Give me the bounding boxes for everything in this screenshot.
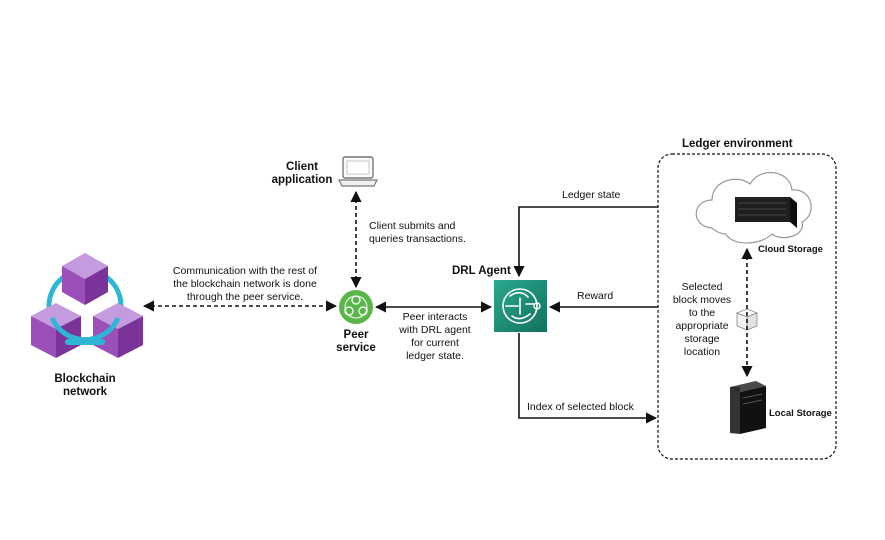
cloud-storage-label: Cloud Storage xyxy=(758,244,823,255)
cube-icon xyxy=(62,253,108,305)
blockchain-network-icon xyxy=(31,253,143,358)
server-icon xyxy=(735,197,797,228)
peer-service-icon xyxy=(339,290,373,324)
ledger-state-label: Ledger state xyxy=(562,189,621,201)
drl-agent-icon xyxy=(494,280,547,332)
ledger-environment-label: Ledger environment xyxy=(682,138,793,150)
local-storage-label: Local Storage xyxy=(769,408,832,419)
client-application-label: Client application xyxy=(271,161,333,186)
local-storage-icon xyxy=(730,381,766,434)
cube-icon xyxy=(93,303,143,358)
block-moves-label: Selected block moves to the appropriate … xyxy=(672,281,732,358)
arrows xyxy=(142,190,753,424)
index-selected-label: Index of selected block xyxy=(527,401,634,413)
cube-icon xyxy=(31,303,81,358)
arrow-index-selected xyxy=(518,333,658,424)
peer-service-label: Peer service xyxy=(336,329,376,354)
blockchain-network-label: Blockchain network xyxy=(54,373,116,398)
arrow-ledger-state xyxy=(513,206,658,278)
peer-interacts-label: Peer interacts with DRL agent for curren… xyxy=(399,311,471,362)
reward-label: Reward xyxy=(577,290,614,302)
client-submits-label: Client submits and queries transactions. xyxy=(369,220,466,245)
cloud-storage-icon xyxy=(695,171,812,244)
communication-label: Communication with the rest of the block… xyxy=(172,265,318,303)
laptop-icon xyxy=(338,156,378,187)
drl-agent-label: DRL Agent xyxy=(452,265,511,277)
